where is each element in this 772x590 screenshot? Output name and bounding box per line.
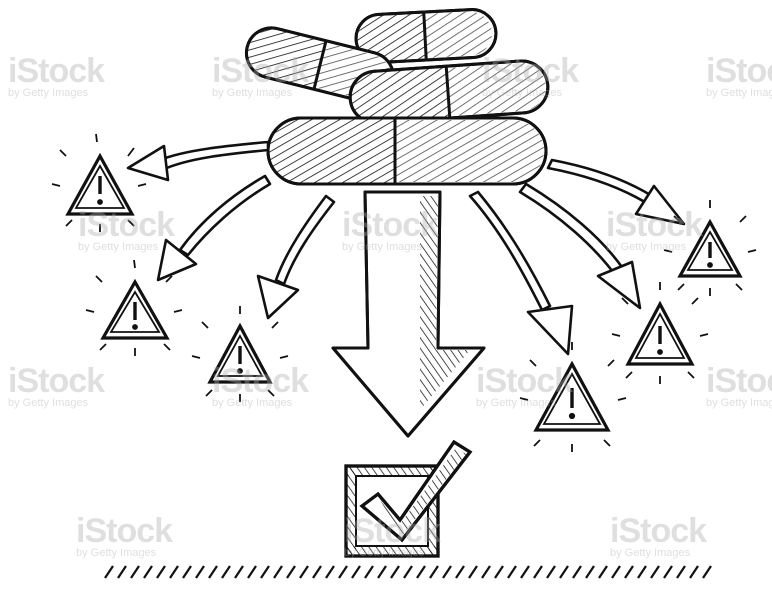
warning-triangle-icon <box>191 306 289 402</box>
curved-arrow-5 <box>518 182 626 278</box>
curved-arrows <box>126 140 686 356</box>
curved-arrow-2 <box>178 174 272 257</box>
curved-arrow-3 <box>274 194 336 286</box>
capsule-pill-top <box>354 8 498 64</box>
capsule-pill-middle <box>348 59 550 125</box>
curved-arrow-4 <box>468 190 552 312</box>
warning-triangle-icon <box>51 133 147 232</box>
warning-triangle-icon <box>611 282 709 384</box>
checkbox-checked-icon <box>344 439 473 558</box>
curved-arrow-6 <box>546 158 654 206</box>
curved-arrow-1 <box>158 140 270 172</box>
capsule-stack <box>244 8 550 186</box>
warning-triangle-icon <box>519 342 627 452</box>
warning-triangle-icon <box>85 259 183 356</box>
warning-triangles <box>51 133 757 452</box>
down-arrow <box>331 190 486 438</box>
warning-triangle-icon <box>663 200 757 296</box>
capsule-pill-bottom <box>266 116 548 186</box>
ground-hatching <box>104 565 712 579</box>
